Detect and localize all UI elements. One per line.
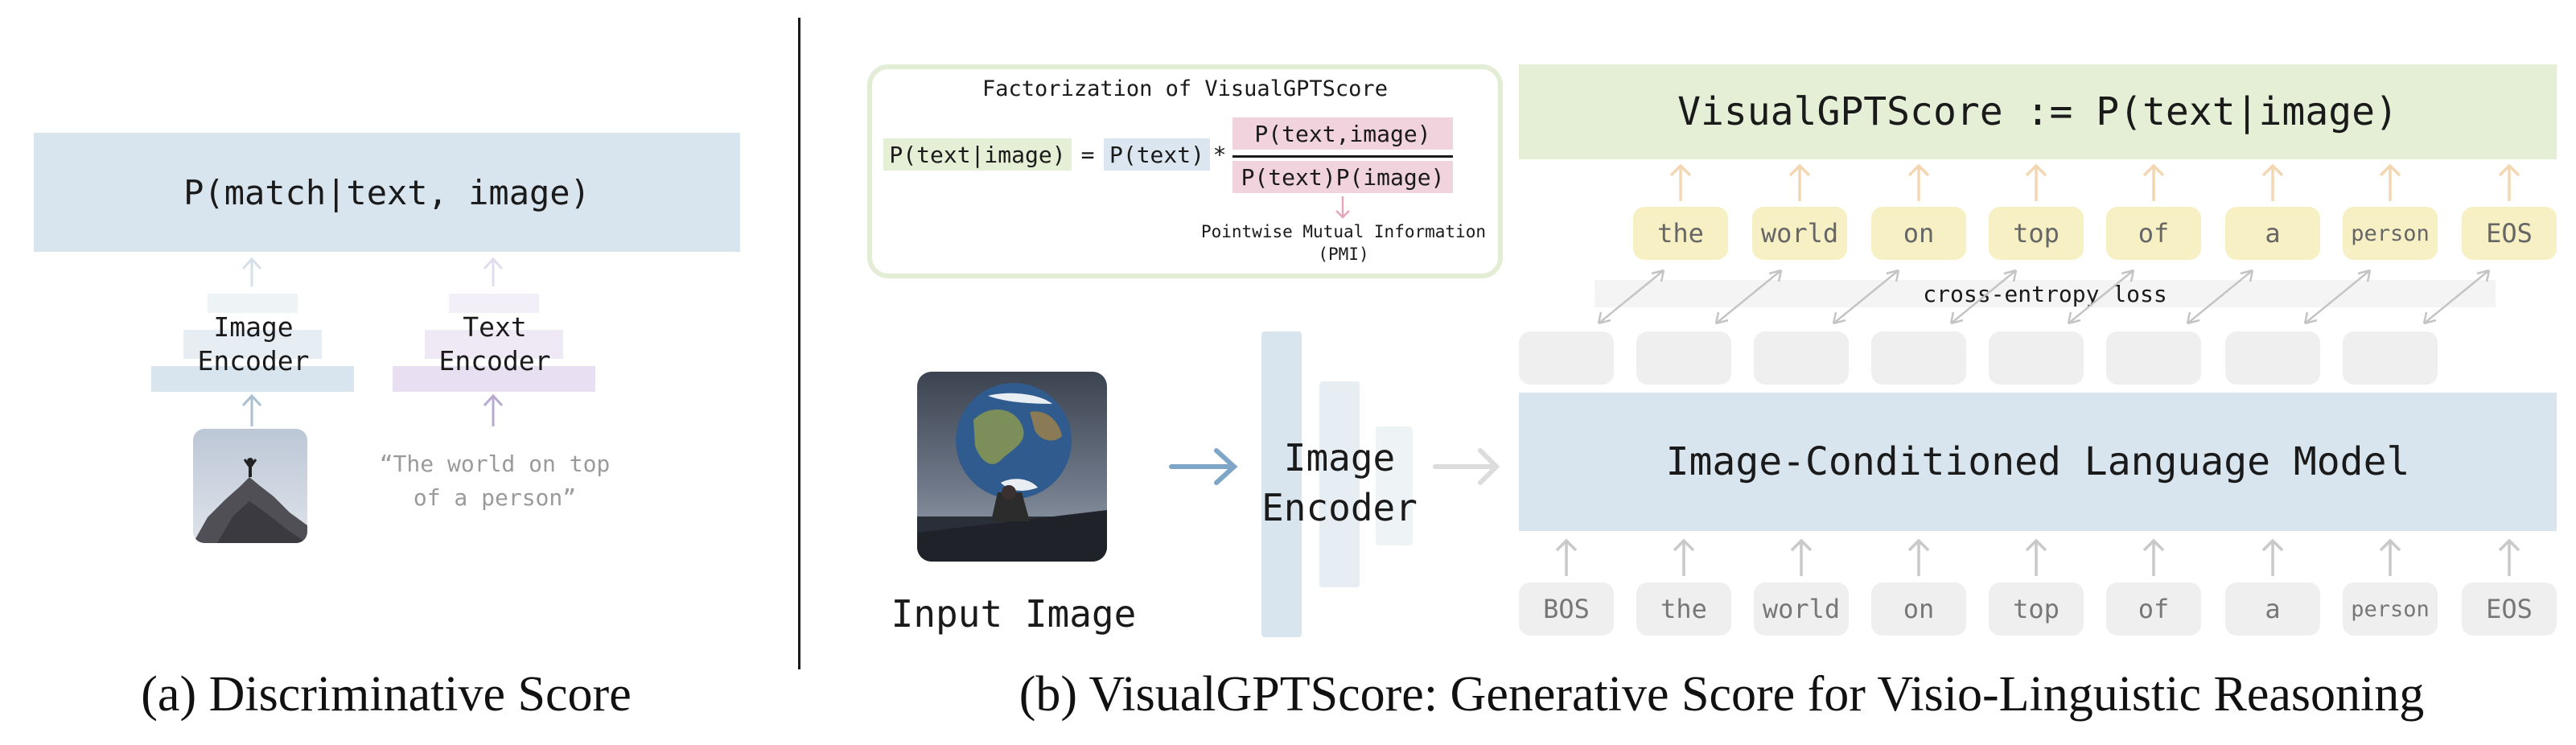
output-token: a: [2225, 207, 2320, 260]
match-score-box: P(match|text, image): [34, 133, 740, 252]
hidden-state: [2106, 331, 2201, 385]
image-encoder-bar-medium: [1319, 381, 1360, 587]
language-model-text: Image-Conditioned Language Model: [1665, 439, 2410, 484]
image-to-encoder-arrow: [1169, 448, 1238, 485]
match-score-text: P(match|text, image): [183, 172, 591, 212]
text-encoder-label-a: Text Encoder: [438, 311, 551, 377]
text-encoder-tier-bottom: [393, 366, 595, 392]
image-encoder-label-b: Image Encoder: [1261, 436, 1418, 529]
input-image: [917, 372, 1107, 562]
hidden-state: [2343, 331, 2438, 385]
lhs-highlight: P(text|image): [883, 138, 1072, 171]
image-encoder-bar-large: [1261, 331, 1302, 637]
input-token: top: [1989, 582, 2084, 636]
output-token: person: [2343, 207, 2438, 260]
numerator-highlight: P(text,image): [1232, 117, 1453, 150]
input-token: a: [2225, 582, 2320, 636]
visualgptscore-text: VisualGPTScore := P(text|image): [1677, 89, 2398, 134]
input-token: world: [1754, 582, 1849, 636]
text-encoder-tier-top: [449, 294, 539, 313]
pmi-label: Pointwise Mutual Information (PMI): [1200, 222, 1486, 264]
output-token: the: [1633, 207, 1728, 260]
panel-divider: [798, 18, 800, 669]
atlas-graphic: [917, 383, 1107, 562]
caption-a: (a) Discriminative Score: [141, 666, 632, 722]
hidden-state: [1754, 331, 1849, 385]
caption-b: (b) VisualGPTScore: Generative Score for…: [1018, 666, 2425, 722]
encoder-to-lm-arrow: [1433, 448, 1500, 485]
image-encoder-tier-top: [208, 294, 298, 313]
cross-entropy-label: cross-entropy loss: [1923, 280, 2167, 307]
output-token: on: [1871, 207, 1966, 260]
image-encoder-bar-small: [1376, 426, 1413, 545]
equals-sign: =: [1080, 141, 1095, 168]
text-quote-a: “The world on top of a person”: [379, 451, 611, 511]
image-encoder-tier-bottom: [151, 366, 354, 392]
times-sign: *: [1212, 141, 1227, 168]
input-token: on: [1871, 582, 1966, 636]
hidden-state: [1636, 331, 1731, 385]
vgs-up-arrows: [1669, 163, 2520, 201]
image-encoder-label-a: Image Encoder: [197, 311, 310, 377]
lm-input-arrows: [1555, 538, 2520, 576]
input-token: person: [2343, 582, 2438, 636]
hidden-state: [1871, 331, 1966, 385]
input-token: EOS: [2462, 582, 2557, 636]
factorization-title: Factorization of VisualGPTScore: [982, 76, 1388, 101]
mountain-person-graphic: [193, 458, 307, 543]
output-token: of: [2106, 207, 2201, 260]
prior-highlight: P(text): [1104, 138, 1210, 171]
visualgptscore-box: VisualGPTScore := P(text|image): [1519, 64, 2557, 159]
input-token: BOS: [1519, 582, 1614, 636]
fraction-bar: [1232, 155, 1453, 158]
input-token: of: [2106, 582, 2201, 636]
language-model-box: Image-Conditioned Language Model: [1519, 393, 2557, 531]
output-token: world: [1752, 207, 1847, 260]
output-token: top: [1989, 207, 2084, 260]
input-token: the: [1636, 582, 1731, 636]
mountain-person-image: [193, 429, 307, 543]
image-encoder-tier-mid: [183, 330, 322, 359]
input-image-label: Input Image: [891, 592, 1137, 636]
cross-entropy-bar: cross-entropy loss: [1595, 280, 2496, 307]
hidden-state: [2225, 331, 2320, 385]
hidden-state: [1989, 331, 2084, 385]
text-encoder-tier-mid: [425, 330, 563, 359]
output-token: EOS: [2462, 207, 2557, 260]
hidden-state: [1519, 331, 1614, 385]
denominator-highlight: P(text)P(image): [1232, 161, 1453, 193]
